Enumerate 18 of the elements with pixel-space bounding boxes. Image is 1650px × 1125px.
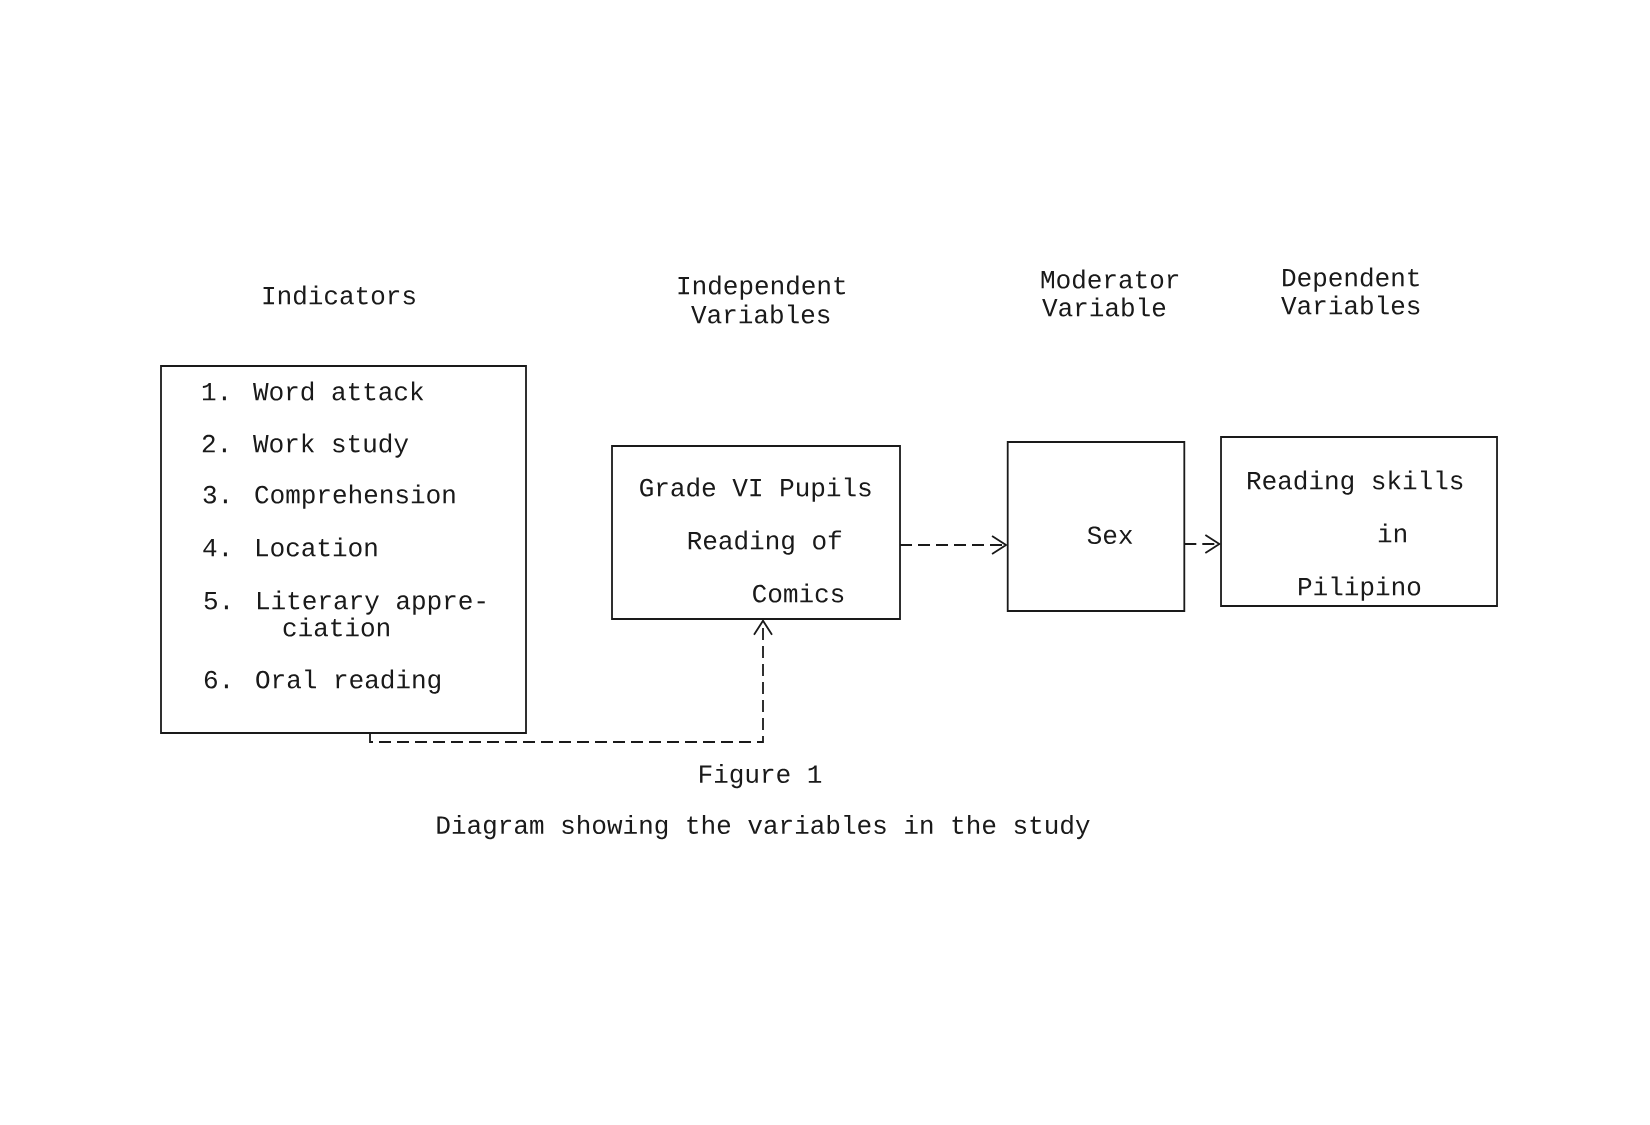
list-item: 3. Comprehension xyxy=(203,484,455,509)
arrow xyxy=(899,535,1008,555)
list-item: 5. Literary appre- ciation xyxy=(204,590,485,637)
figure-number: Figure 1 xyxy=(700,763,822,789)
column-heading: Indicators xyxy=(263,285,415,305)
variable-box: Sex xyxy=(1006,441,1186,612)
arrow xyxy=(369,619,773,743)
arrow xyxy=(1183,534,1221,554)
list-item: 2. Work study xyxy=(202,433,409,458)
variable-box: Reading skills in Pilipino xyxy=(1220,436,1498,607)
caption: Diagram showing the variables in the study xyxy=(437,814,1090,840)
column-heading: Moderator Variable xyxy=(1041,269,1179,317)
list-item: 1. Word attack xyxy=(202,381,424,401)
variable-box: Grade VI Pupils Reading of Comics xyxy=(611,445,901,620)
column-heading: Dependent Variables xyxy=(1281,267,1420,315)
list-item: 6. Oral reading xyxy=(204,669,440,694)
list-item: 4. Location xyxy=(203,537,377,557)
column-heading: Independent Variables xyxy=(678,275,845,324)
